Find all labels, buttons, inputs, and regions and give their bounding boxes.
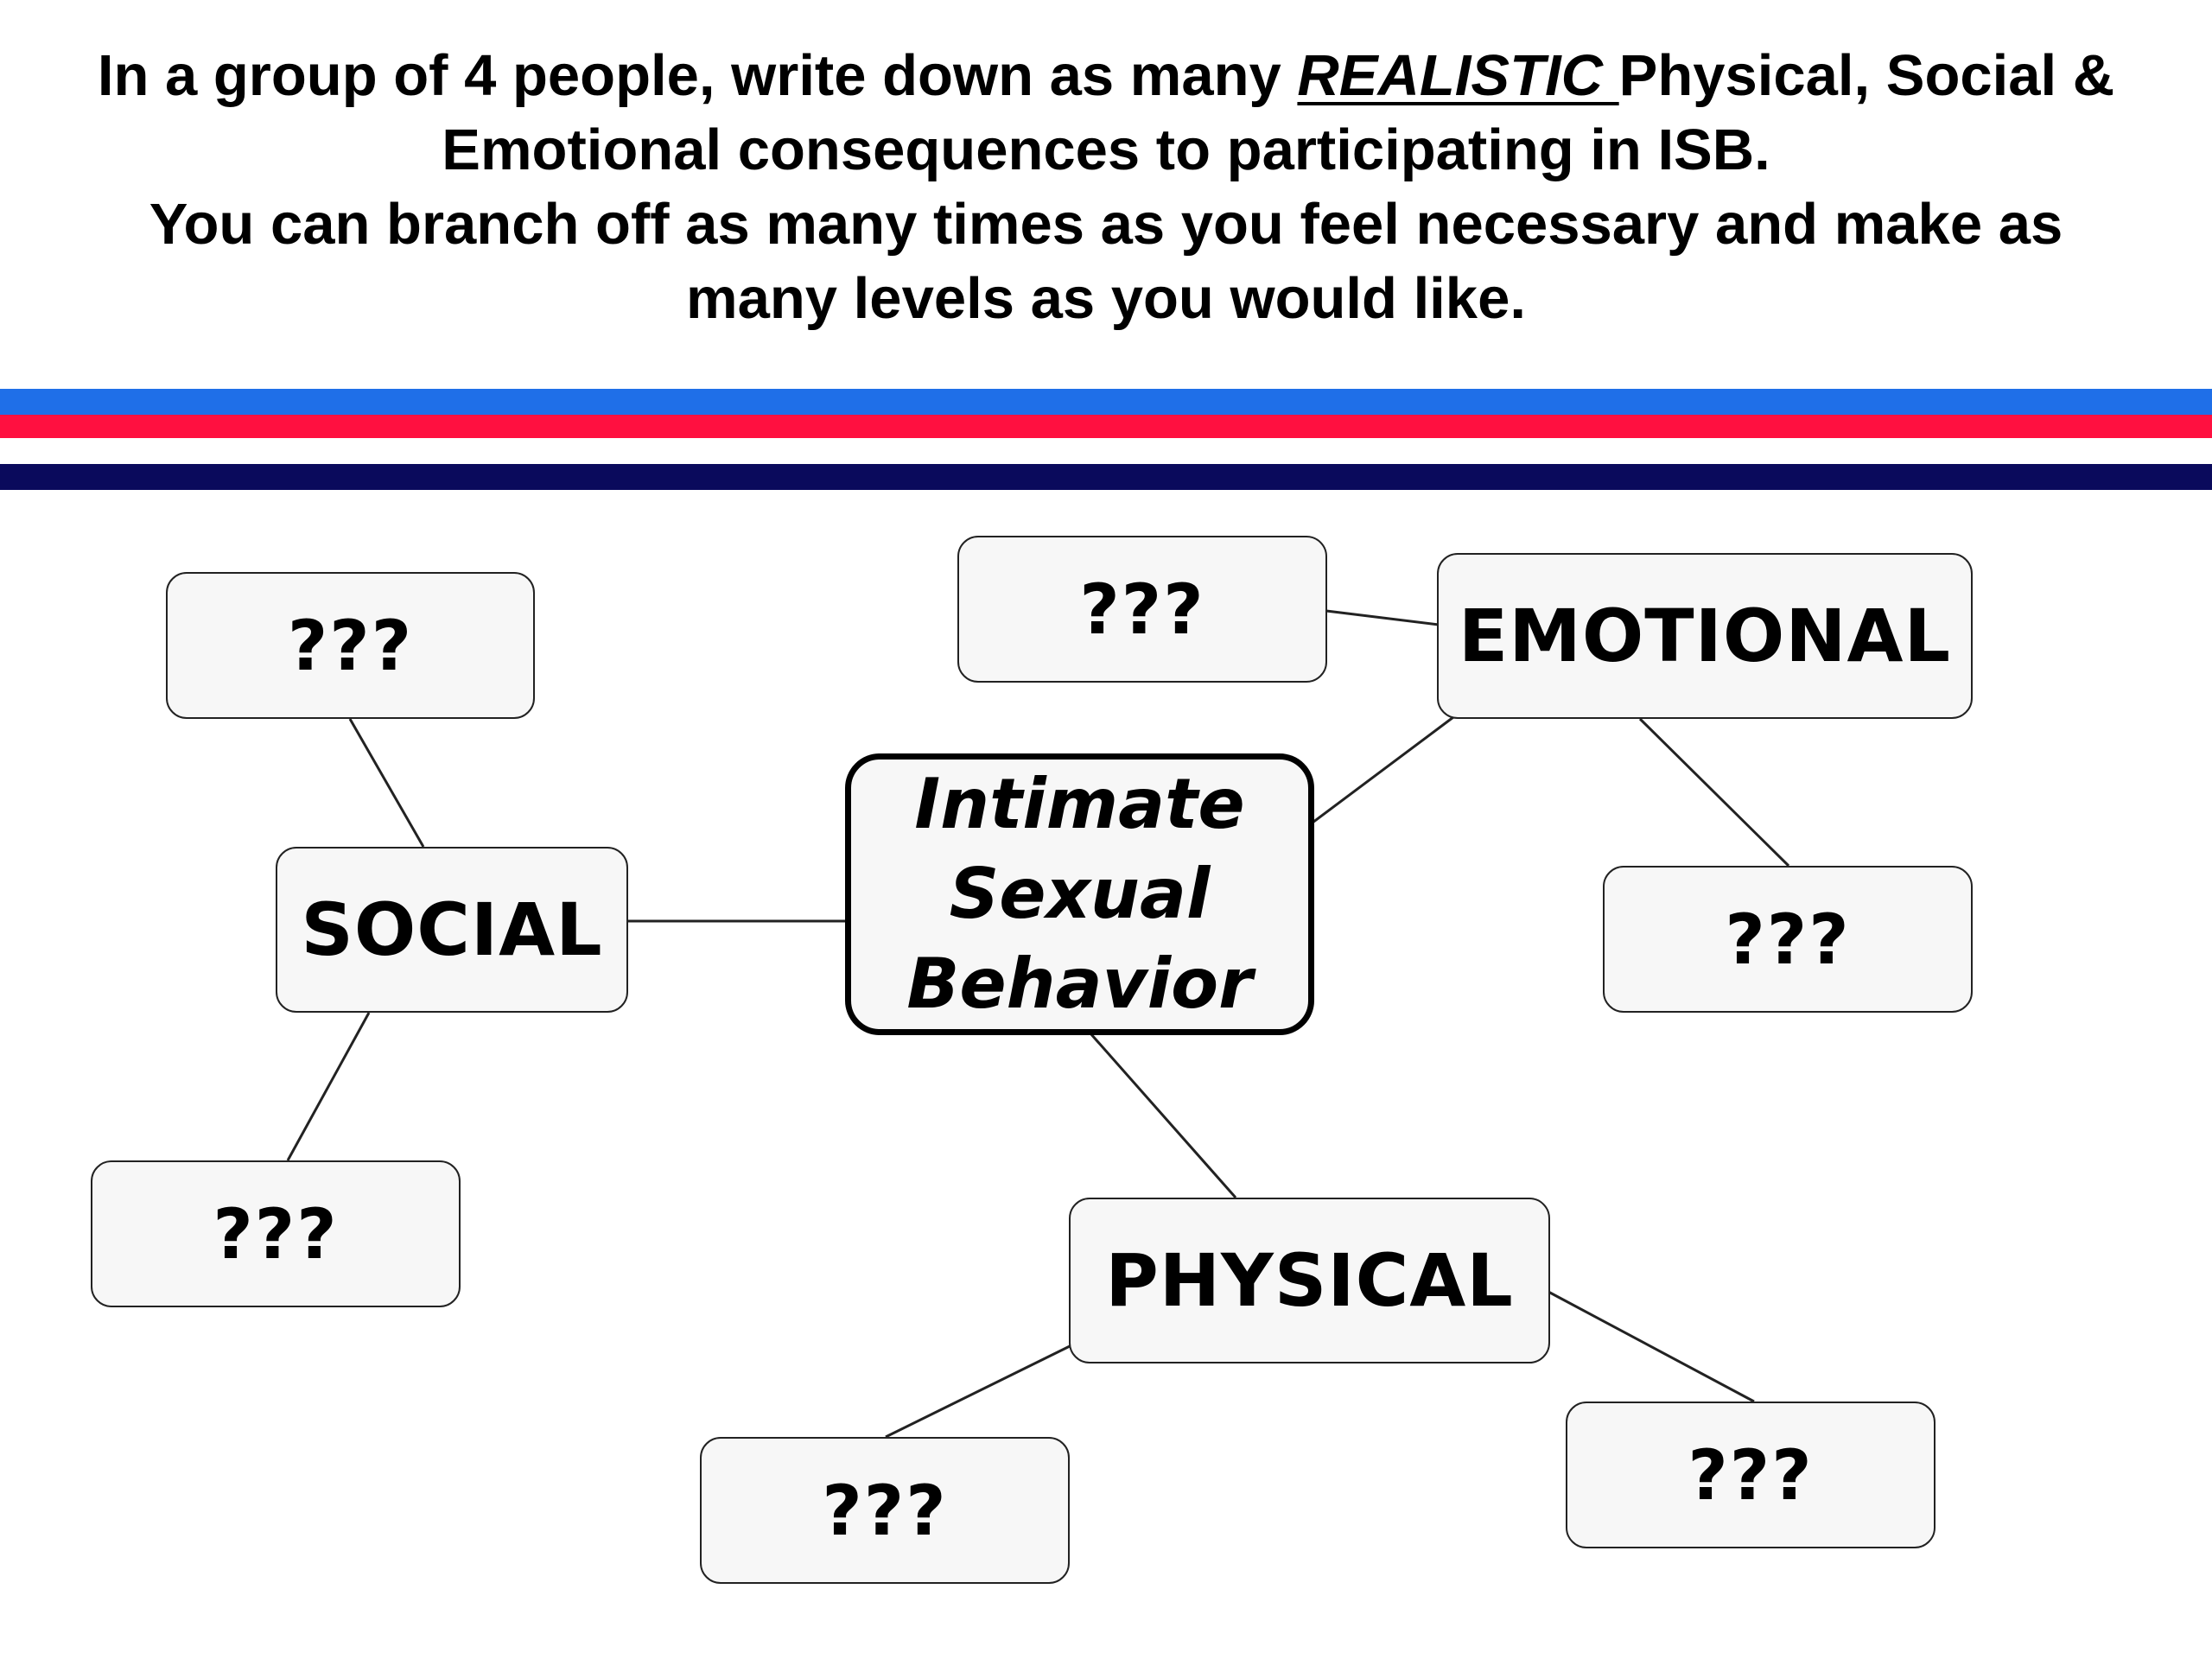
central-topic-line-1: Intimate xyxy=(914,764,1245,844)
central-topic-line-2: Sexual xyxy=(949,854,1211,934)
realistic-emphasis: REALISTIC xyxy=(1297,43,1619,108)
instructions-line-1: In a group of 4 people, write down as ma… xyxy=(97,43,2115,108)
category-physical: PHYSICAL xyxy=(1069,1198,1550,1363)
central-topic-intimate-sexual-behavior: Intimate Sexual Behavior xyxy=(845,753,1314,1035)
connector-physical-left xyxy=(885,1344,1072,1439)
instructions-text: In a group of 4 people, write down as ma… xyxy=(0,39,2212,336)
placeholder-emotional-bottom: ??? xyxy=(1603,866,1973,1013)
instructions-line-4: many levels as you would like. xyxy=(686,266,1526,331)
connector-physical-right xyxy=(1548,1290,1755,1403)
connector-emotional-left xyxy=(1325,609,1440,626)
stripe-navy xyxy=(0,464,2212,490)
category-social: SOCIAL xyxy=(276,847,628,1013)
stripe-red xyxy=(0,415,2212,438)
connector-social-top xyxy=(348,718,425,848)
stripe-blue xyxy=(0,389,2212,415)
placeholder-physical-left: ??? xyxy=(700,1437,1070,1584)
connector-center-physical xyxy=(1089,1033,1237,1198)
connector-emotional-bottom xyxy=(1638,717,1790,868)
placeholder-social-bottom: ??? xyxy=(91,1160,461,1307)
connector-social-bottom xyxy=(286,1012,371,1161)
instructions-line-3: You can branch off as many times as you … xyxy=(149,192,2063,257)
placeholder-social-top: ??? xyxy=(166,572,535,719)
connector-center-emotional xyxy=(1308,715,1454,827)
central-topic-line-3: Behavior xyxy=(906,944,1253,1024)
category-emotional: EMOTIONAL xyxy=(1437,553,1973,719)
placeholder-emotional-left: ??? xyxy=(957,536,1327,683)
placeholder-physical-right: ??? xyxy=(1566,1402,1936,1548)
instructions-line-2: Emotional consequences to participating … xyxy=(442,118,1770,182)
